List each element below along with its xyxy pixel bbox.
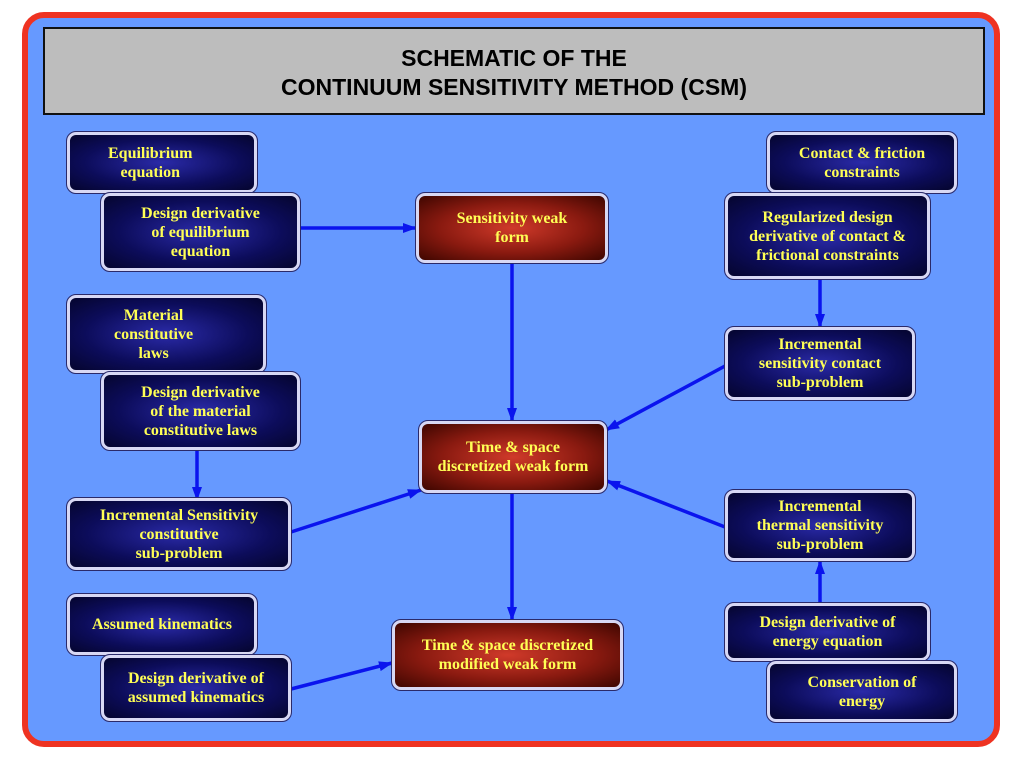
arrow-contact-to-timespace: [605, 364, 726, 432]
conservation-energy-node: Conservation of energy: [766, 660, 958, 723]
design-derivative-energy-node: Design derivative of energy equation: [724, 602, 931, 662]
incremental-contact-node: Incremental sensitivity contact sub-prob…: [724, 326, 916, 401]
material-constitutive-laws-node: Material constitutive laws: [66, 294, 267, 374]
arrow-kinematics-to-modified: [290, 661, 393, 691]
design-derivative-equilibrium-node: Design derivative of equilibrium equatio…: [100, 192, 301, 272]
assumed-kinematics-node: Assumed kinematics: [66, 593, 258, 656]
sensitivity-weak-form-node: Sensitivity weak form: [415, 192, 609, 264]
time-space-modified-weak-form-node: Time & space discretized modified weak f…: [391, 619, 624, 691]
time-space-weak-form-node: Time & space discretized weak form: [418, 420, 608, 494]
contact-friction-constraints-node: Contact & friction constraints: [766, 131, 958, 194]
regularized-design-derivative-node: Regularized design derivative of contact…: [724, 192, 931, 280]
diagram-title: SCHEMATIC OF THE CONTINUUM SENSITIVITY M…: [43, 27, 985, 115]
equilibrium-equation-node: Equilibrium equation: [66, 131, 258, 194]
arrow-thermal-to-timespace: [606, 479, 726, 529]
title-line-1: SCHEMATIC OF THE: [401, 45, 627, 71]
arrow-incremental-constitutive-to-timespace: [290, 488, 422, 534]
title-line-2: CONTINUUM SENSITIVITY METHOD (CSM): [281, 74, 747, 100]
design-derivative-material-node: Design derivative of the material consti…: [100, 371, 301, 451]
incremental-sensitivity-constitutive-node: Incremental Sensitivity constitutive sub…: [66, 497, 292, 571]
design-derivative-kinematics-node: Design derivative of assumed kinematics: [100, 654, 292, 722]
incremental-thermal-node: Incremental thermal sensitivity sub-prob…: [724, 489, 916, 562]
